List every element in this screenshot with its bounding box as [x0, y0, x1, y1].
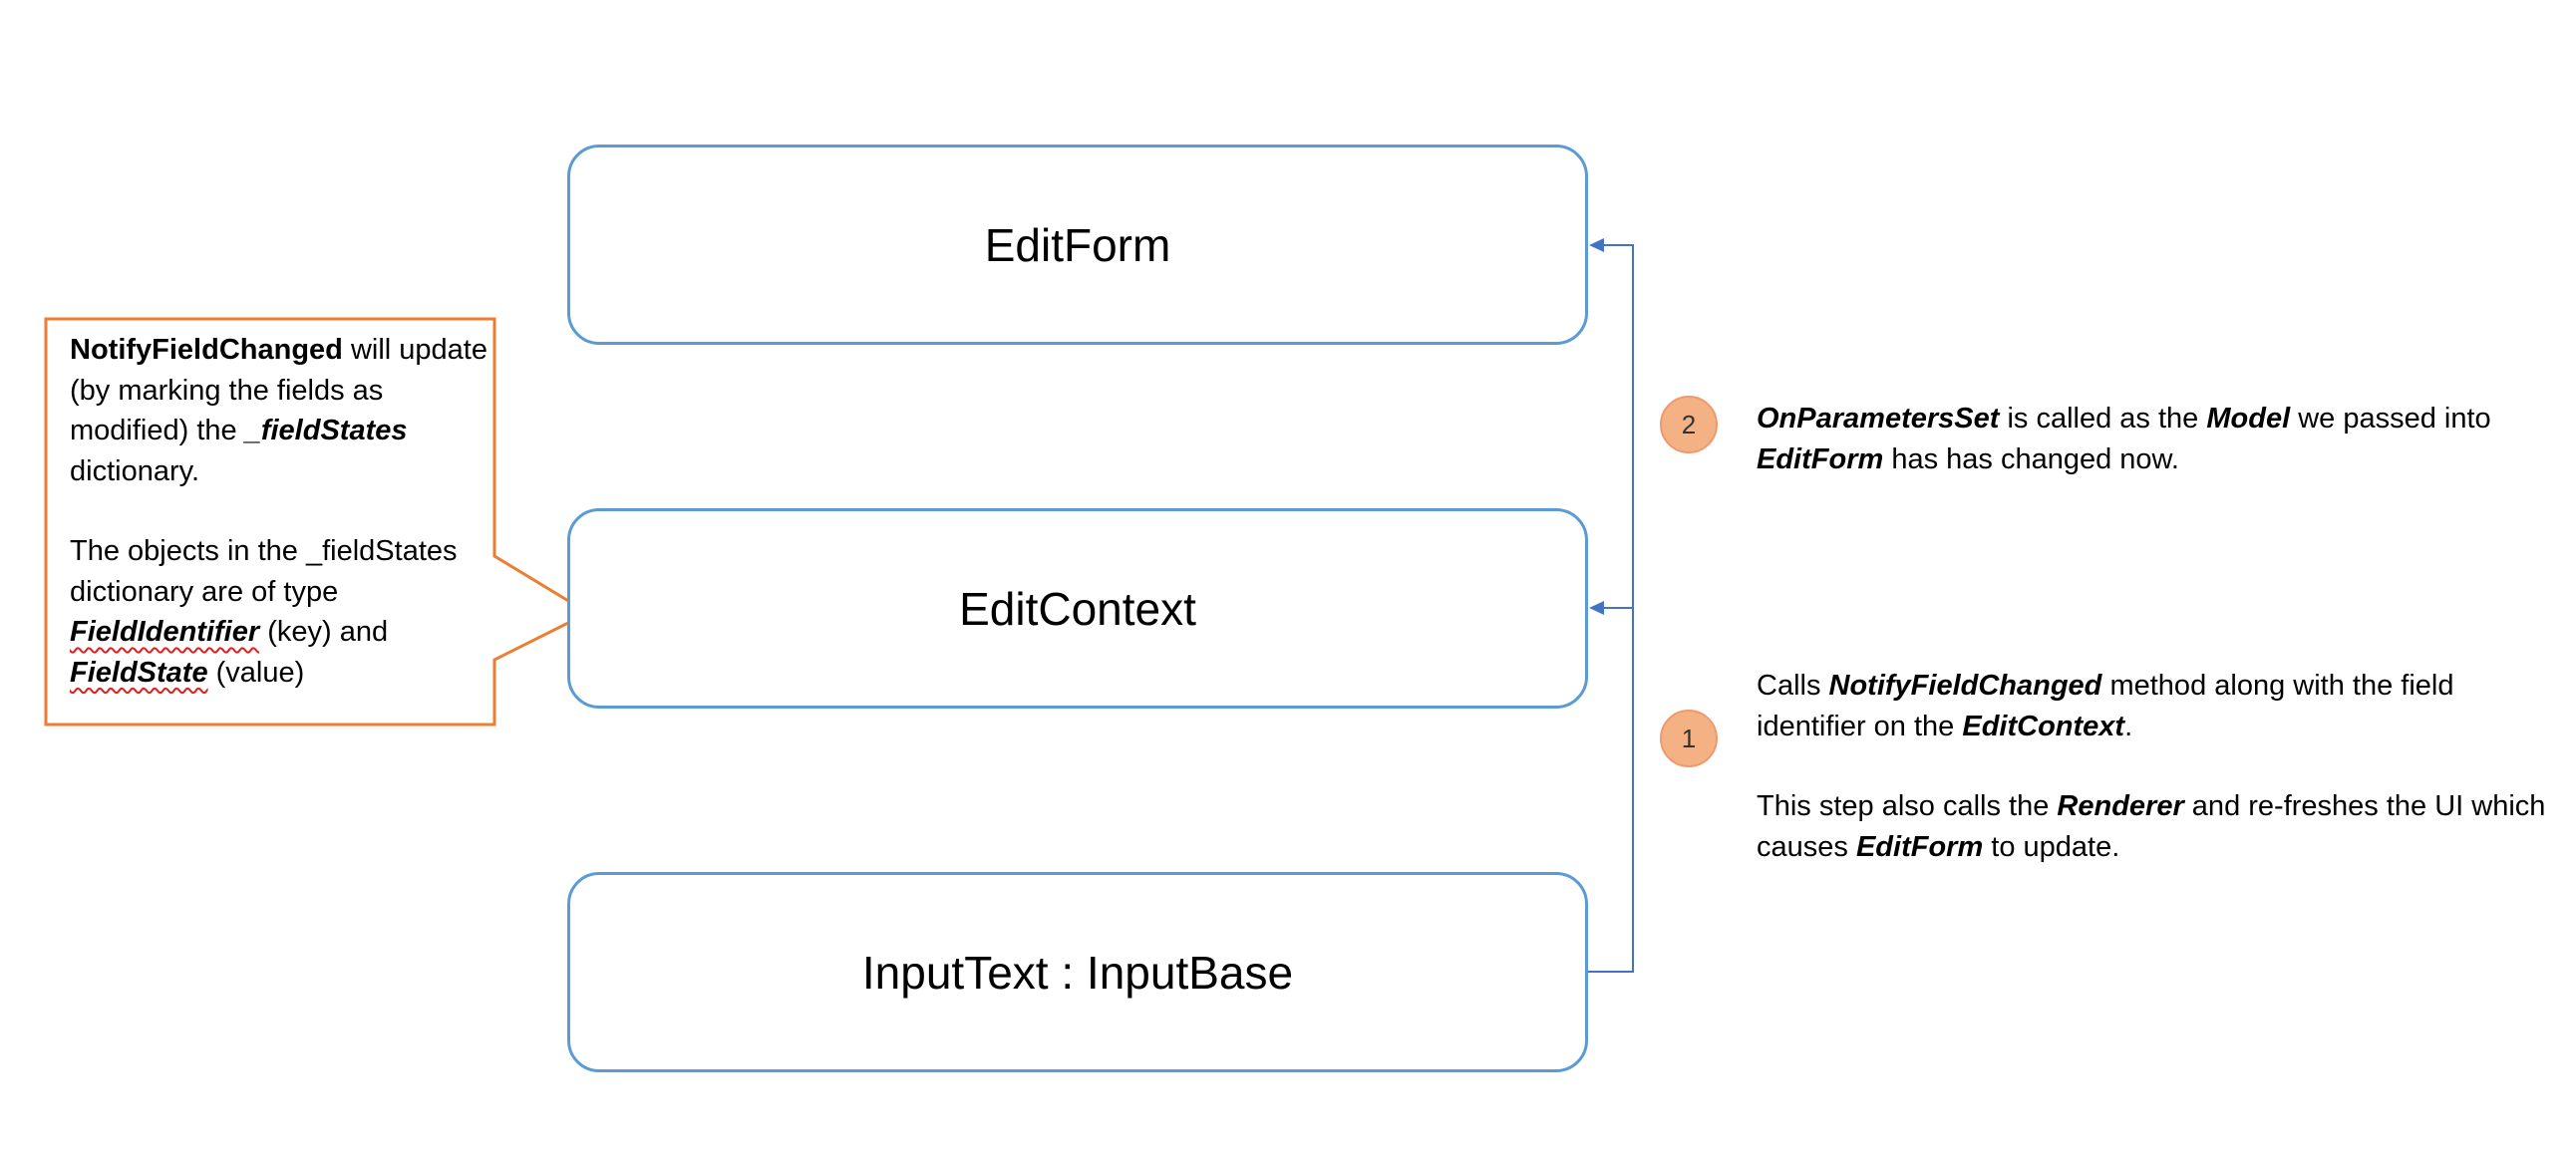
arrowhead-editform: [1589, 238, 1604, 252]
step-1-text-run: This step also calls the: [1757, 790, 2058, 822]
callout-paragraph-2: The objects in the _fieldStates dictiona…: [70, 531, 488, 693]
callout-fieldidentifier: FieldIdentifier: [70, 616, 260, 648]
step-1-text-run: Calls: [1757, 670, 1829, 702]
step-2-text-run: has has changed now.: [1883, 442, 2179, 475]
step-2-term: OnParametersSet: [1757, 403, 2000, 435]
step-1-text-run: .: [2124, 710, 2133, 742]
step-1-text-run: and re-freshes the UI which causes: [1757, 790, 2546, 863]
callout-method-name: NotifyFieldChanged: [70, 334, 343, 366]
step-2-term: EditForm: [1757, 442, 1884, 475]
step-2-description: OnParametersSet is called as the Model w…: [1757, 399, 2554, 479]
step-1-term: Renderer: [2057, 790, 2184, 822]
step-1-paragraph-2: This step also calls the Renderer and re…: [1757, 786, 2554, 867]
step-1-text-run: to update.: [1983, 830, 2120, 863]
callout-paragraph-1: NotifyFieldChanged will update (by marki…: [70, 330, 488, 491]
step-1-term: EditContext: [1962, 710, 2125, 742]
callout-fieldstates: _fieldStates: [244, 415, 408, 446]
step-2-paragraph: OnParametersSet is called as the Model w…: [1757, 399, 2554, 479]
callout-fieldstate: FieldState: [70, 656, 208, 689]
input-text-label: InputText : InputBase: [861, 946, 1294, 999]
step-2-number: 2: [1681, 409, 1697, 439]
step-1-term: EditForm: [1855, 830, 1984, 863]
callout-text-run: dictionary.: [70, 454, 200, 487]
step-2-badge: 2: [1660, 396, 1718, 453]
callout-note: NotifyFieldChanged will update (by marki…: [70, 330, 488, 693]
step-2-term: Model: [2206, 403, 2291, 435]
step-1-paragraph-1: Calls NotifyFieldChanged method along wi…: [1757, 666, 2554, 746]
edit-context-label: EditContext: [959, 582, 1196, 635]
callout-text-run: (key) and: [259, 616, 389, 648]
callout-shape: [44, 317, 592, 727]
step-1-badge: 1: [1660, 710, 1718, 767]
edit-context-box: EditContext: [567, 508, 1588, 709]
callout-text-run: (value): [207, 656, 305, 689]
edit-form-label: EditForm: [984, 218, 1171, 271]
arrowhead-editcontext: [1589, 601, 1604, 615]
step-2-text-run: is called as the: [1999, 403, 2207, 435]
callout-text-run: will update (by marking the fields as mo…: [70, 334, 487, 446]
callout-text-run: The objects in the _fieldStates dictiona…: [70, 535, 458, 608]
step-2-text-run: we passed into: [2290, 403, 2491, 435]
edit-form-box: EditForm: [567, 145, 1588, 345]
step-1-number: 1: [1681, 723, 1697, 753]
step-1-term: NotifyFieldChanged: [1828, 670, 2102, 702]
step-1-description: Calls NotifyFieldChanged method along wi…: [1757, 666, 2554, 867]
step-1-text-run: method along with the field identifier o…: [1757, 670, 2454, 742]
input-text-box: InputText : InputBase: [567, 872, 1588, 1072]
